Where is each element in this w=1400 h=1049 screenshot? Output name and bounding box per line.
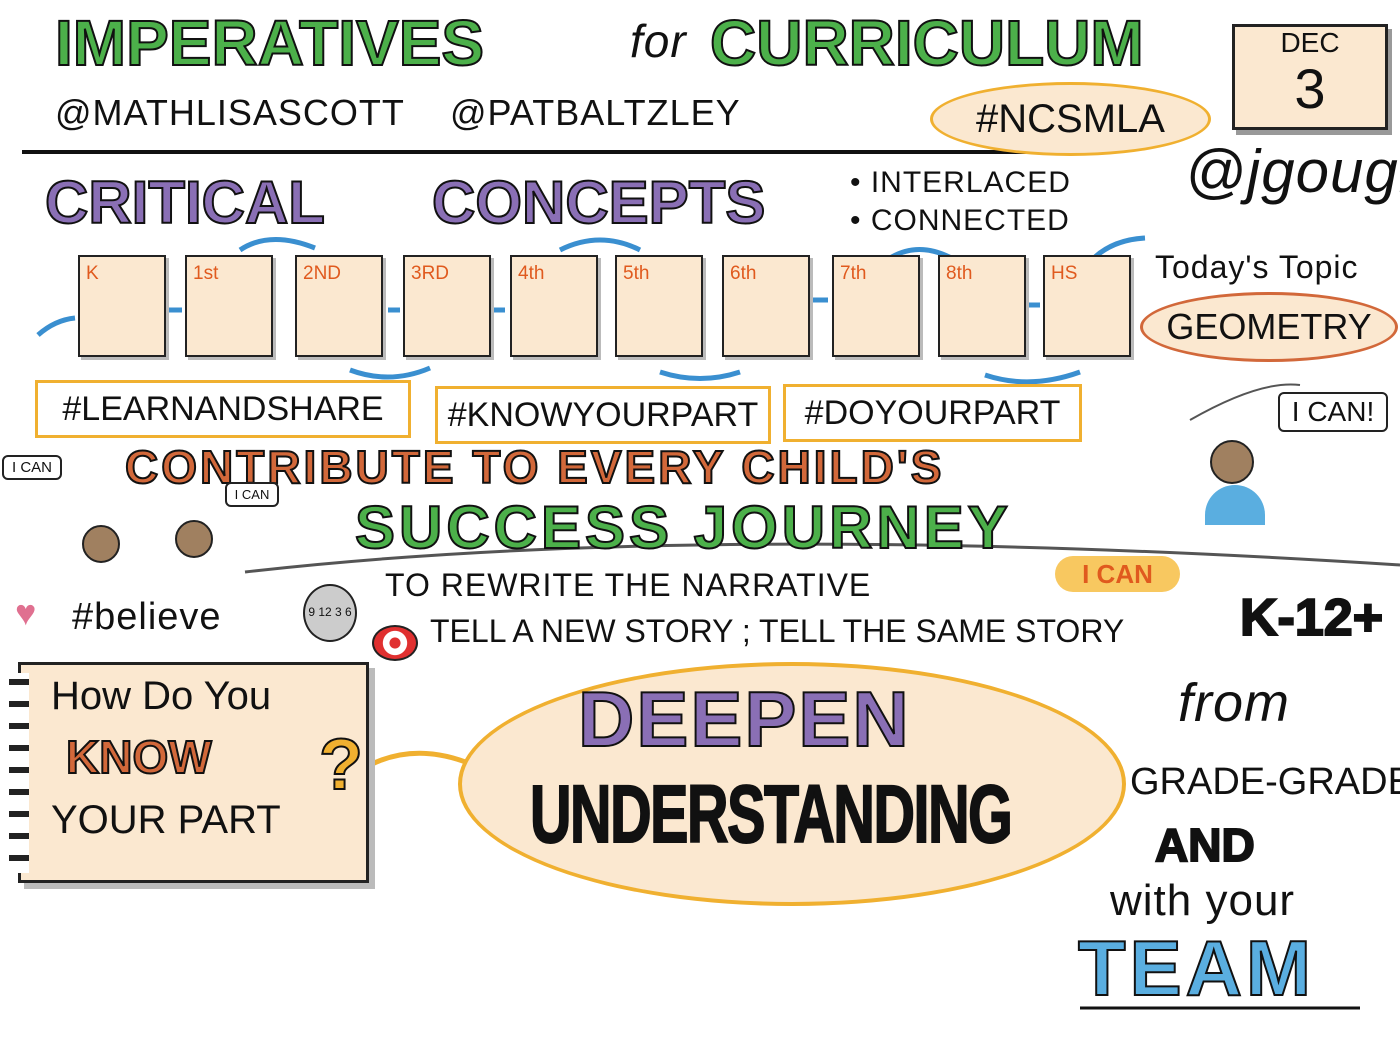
grade-box-2: 2ND [295, 255, 383, 357]
journey-path [244, 542, 1400, 574]
grade-label: 1st [193, 263, 219, 284]
grade-label: 2ND [303, 263, 342, 284]
topic-geometry: GEOMETRY [1166, 306, 1372, 347]
and-text: AND [1154, 818, 1256, 872]
from-text: from [1178, 673, 1290, 733]
grade-box-7: 7th [832, 255, 920, 357]
tell-story: TELL A NEW STORY ; TELL THE SAME STORY [430, 613, 1125, 649]
grade-label: 4th [518, 263, 545, 284]
bullet-interlaced: • INTERLACED [850, 166, 1071, 199]
calendar-icon: DEC 3 [1232, 24, 1388, 130]
topic-label: Today's Topic [1155, 249, 1359, 285]
concepts-label: CONCEPTS [431, 168, 766, 237]
i-can-insert: I CAN [1055, 556, 1180, 592]
grade-label: 7th [840, 263, 867, 284]
title-imperatives: IMPERATIVES [54, 6, 485, 80]
grade-box-4: 4th [510, 255, 598, 357]
team-text: TEAM [1077, 924, 1315, 1012]
handle-pat: @PATBALTZLEY [450, 92, 741, 133]
grade-box-k: K [78, 255, 166, 357]
grade-label: 8th [946, 263, 973, 284]
calendar-day: 3 [1294, 57, 1326, 120]
bullet-text: CONNECTED [870, 204, 1070, 237]
target-icon [372, 625, 418, 661]
speech-bubble: I CAN! [1278, 392, 1388, 432]
grade-box-5: 5th [615, 255, 703, 357]
title-curriculum: CURRICULUM [709, 6, 1145, 80]
title-for: for [630, 15, 687, 67]
notebook-line3: YOUR PART [51, 798, 281, 842]
child-figure [175, 520, 213, 558]
question-mark: ? [318, 724, 364, 806]
speech-bubble: I CAN [225, 482, 279, 507]
grade-box-6: 6th [722, 255, 810, 357]
bullet-text: INTERLACED [870, 166, 1071, 199]
grade-box-hs: HS [1043, 255, 1131, 357]
heart-icon: ♥ [15, 592, 37, 633]
notebook-line2: KNOW [65, 730, 213, 784]
with-your-text: with your [1110, 876, 1296, 925]
grade-grade-text: GRADE-GRADE [1130, 761, 1400, 803]
grade-box-8: 8th [938, 255, 1026, 357]
notebook-spiral [9, 673, 29, 873]
hashtag-ncsmla: #NCSMLA [976, 97, 1165, 141]
clock-icon: 9 12 3 6 [303, 584, 357, 642]
critical-label: CRITICAL [44, 168, 326, 237]
grade-label: 3RD [411, 263, 450, 284]
deepen-text: DEEPEN [577, 675, 911, 763]
grade-box-1: 1st [185, 255, 273, 357]
bullet-connected: • CONNECTED [850, 204, 1070, 237]
tag-knowyourpart: #KNOWYOURPART [435, 386, 771, 444]
tag-learnandshare: #LEARNANDSHARE [35, 380, 411, 438]
child-body [1205, 485, 1265, 525]
hill-line [1189, 383, 1301, 421]
tag-doyourpart: #DOYOURPART [783, 384, 1082, 442]
believe-hashtag: #believe [72, 596, 222, 638]
handle-lisa: @MATHLISASCOTT [55, 92, 405, 133]
hashtag-ellipse: #NCSMLA [930, 82, 1211, 156]
grade-label: HS [1051, 263, 1078, 284]
grade-label: 5th [623, 263, 650, 284]
child-figure [1210, 440, 1254, 484]
child-figure [82, 525, 120, 563]
rewrite-narrative: TO REWRITE THE NARRATIVE [385, 567, 872, 603]
deepen-ellipse [458, 662, 1126, 906]
notebook: How Do You KNOW YOUR PART ? [9, 662, 369, 883]
k12-label: K-12+ [1239, 588, 1384, 648]
grade-box-3: 3RD [403, 255, 491, 357]
topic-ellipse: GEOMETRY [1140, 292, 1398, 362]
grade-label: K [86, 263, 99, 284]
author-signature: @jgough [1185, 138, 1400, 205]
journey-line2: SUCCESS JOURNEY [354, 494, 1012, 561]
calendar-month: DEC [1280, 27, 1340, 58]
speech-bubble: I CAN [2, 455, 62, 480]
understanding-text: UNDERSTANDING [529, 769, 1013, 861]
grade-label: 6th [730, 263, 757, 284]
notebook-line1: How Do You [51, 674, 272, 718]
